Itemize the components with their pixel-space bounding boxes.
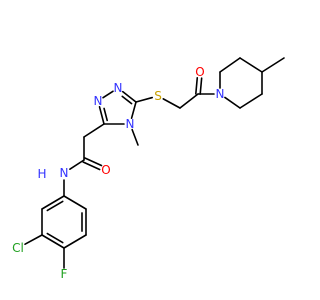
- bond-ch2b-cK: [179, 93, 199, 109]
- bond-t1-t5-a: [121, 90, 137, 103]
- atom-label-o-amide: O: [101, 163, 110, 177]
- bond-t3-t2-b: [103, 107, 108, 122]
- bond-a3-a4-b: [46, 232, 64, 244]
- bonds-group: [24, 57, 285, 269]
- bond-p4-p5: [219, 57, 241, 73]
- bond-s-ch2b: [162, 98, 181, 109]
- bond-t3-t2-a: [98, 106, 105, 125]
- bond-nA-cA: [69, 159, 85, 170]
- bond-t2-t1: [102, 90, 114, 99]
- bond-cA-oA-a: [82, 161, 101, 171]
- bond-a1-a2-a: [41, 195, 65, 210]
- bond-t5-t4: [130, 101, 137, 120]
- bond-a4-a5: [63, 234, 87, 249]
- bond-ch2-t3: [83, 123, 105, 138]
- bond-t1-t5-b: [121, 95, 133, 105]
- atom-label-f: F: [61, 267, 68, 281]
- atom-label-cl: Cl: [12, 241, 24, 255]
- bond-a3-a4-a: [41, 234, 65, 249]
- bond-a6-a1: [63, 195, 87, 210]
- bond-p3-p4: [239, 57, 263, 73]
- bond-cK-oK-a: [199, 77, 203, 95]
- bond-nP-p1: [224, 96, 241, 109]
- atom-label-n-pip: N: [216, 87, 225, 101]
- bond-t4-me4: [131, 128, 139, 146]
- atom-label-n-amide-h: H: [37, 167, 46, 181]
- bond-cK-oK-b: [195, 76, 199, 95]
- bond-p3-me5: [261, 57, 285, 73]
- bond-cA-oA-b: [84, 157, 103, 167]
- bond-a3-cl: [24, 234, 43, 245]
- bond-t5-s: [135, 96, 154, 103]
- atom-label-s-thio: S: [154, 89, 162, 103]
- atom-label-o-ketone: O: [195, 65, 204, 79]
- atom-label-n-tri-4: N: [126, 117, 135, 131]
- atom-label-n-amide: N: [60, 166, 69, 180]
- bond-a1-a2-b: [46, 200, 64, 212]
- bond-p1-p2: [239, 93, 263, 109]
- atom-label-n-tri-1: N: [114, 81, 123, 95]
- atom-label-n-tri-2: N: [94, 94, 103, 108]
